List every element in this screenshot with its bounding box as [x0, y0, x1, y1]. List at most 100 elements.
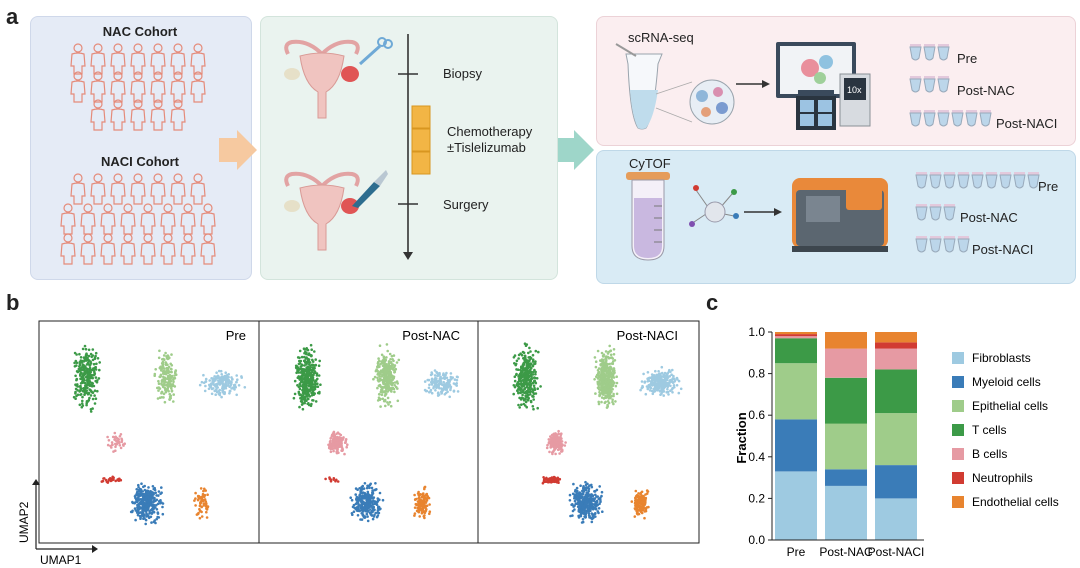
umap-point: [645, 385, 649, 388]
umap-point: [206, 505, 210, 508]
umap-point: [147, 486, 150, 489]
umap-point: [533, 362, 537, 365]
umap-point: [555, 434, 558, 437]
umap-point: [393, 371, 396, 374]
umap-point: [378, 359, 381, 363]
umap-point: [596, 349, 600, 353]
bar-segment: [875, 342, 917, 349]
person-icon: [170, 173, 186, 205]
umap-point: [160, 396, 164, 399]
umap-point: [299, 367, 303, 371]
umap-point: [524, 355, 527, 359]
umap-point: [572, 482, 575, 486]
umap-point: [334, 446, 338, 449]
person-icon: [130, 99, 146, 131]
umap-point: [606, 403, 609, 407]
sample-tube-icon: [979, 110, 992, 127]
umap-point: [329, 450, 333, 454]
umap-point: [86, 382, 90, 385]
bar-segment: [775, 332, 817, 335]
umap-point: [634, 496, 637, 500]
umap-point: [581, 517, 585, 521]
umap-point: [208, 379, 211, 382]
umap-point: [136, 490, 139, 494]
sample-tube-icon: [999, 172, 1012, 189]
sample-tube-icon: [937, 44, 950, 61]
umap-point: [442, 374, 446, 377]
umap-point: [141, 501, 144, 504]
umap-point: [197, 511, 200, 515]
umap-point: [552, 438, 556, 442]
umap-point: [575, 486, 579, 490]
umap-point: [360, 487, 364, 490]
umap-point: [137, 498, 140, 502]
umap-point: [384, 374, 387, 377]
umap-point: [442, 385, 446, 388]
umap-point: [613, 371, 616, 375]
umap-point: [598, 502, 601, 506]
umap-point: [160, 390, 164, 394]
umap-point: [675, 384, 679, 387]
umap-point: [78, 368, 81, 372]
sample-tube-icon: [943, 172, 956, 189]
umap-point: [163, 378, 167, 381]
umap-point: [662, 373, 666, 377]
umap-point: [598, 393, 601, 397]
umap-point: [600, 367, 603, 370]
umap-point: [79, 374, 82, 377]
umap-point: [663, 383, 667, 386]
timeline-chemo-line1: Chemotherapy: [447, 124, 533, 139]
umap-point: [593, 356, 597, 359]
umap-point: [204, 503, 208, 506]
bar-segment: [825, 469, 867, 486]
umap-point: [83, 369, 86, 373]
umap-point: [210, 392, 214, 396]
umap-point: [608, 362, 611, 366]
umap-point: [423, 516, 426, 520]
umap-point: [168, 356, 171, 360]
legend-label: Epithelial cells: [972, 399, 1048, 413]
umap-point: [299, 371, 303, 374]
umap-point: [372, 515, 376, 518]
timeline-chemo-line2: ±Tislelizumab: [447, 140, 526, 155]
umap-point: [300, 378, 304, 382]
umap-point: [162, 392, 166, 396]
umap-point: [514, 363, 517, 367]
umap-point: [533, 368, 536, 372]
person-icon: [110, 43, 126, 75]
umap-point: [92, 362, 96, 366]
umap-point: [162, 372, 165, 375]
umap-point: [311, 391, 314, 394]
umap-point: [155, 508, 159, 511]
umap-point: [339, 442, 343, 445]
umap-point: [161, 366, 164, 369]
umap-point: [529, 350, 532, 353]
umap-point: [571, 492, 575, 496]
umap-point: [378, 377, 382, 381]
umap-point: [358, 487, 361, 490]
umap-point: [79, 393, 82, 397]
umap-point: [604, 394, 607, 397]
umap-point: [600, 386, 603, 389]
umap-point: [112, 450, 115, 453]
umap-point: [419, 493, 422, 496]
umap-point: [205, 507, 208, 510]
umap-point: [307, 397, 310, 401]
person-icon: [70, 43, 86, 75]
scrna-postnac-label: Post-NAC: [957, 83, 1015, 98]
umap-point: [91, 354, 95, 357]
umap-point: [162, 354, 166, 357]
umap-point: [557, 447, 561, 451]
umap-point: [384, 378, 387, 382]
umap-point: [442, 380, 446, 384]
person-icon: [200, 233, 216, 265]
umap-point: [195, 513, 199, 516]
umap-point: [579, 484, 582, 487]
umap-point: [536, 387, 539, 390]
sample-tube-icon: [929, 236, 942, 253]
umap-point: [164, 351, 167, 355]
umap-point: [413, 493, 416, 497]
sample-tube-icon: [957, 172, 970, 189]
umap-point: [221, 390, 225, 394]
umap-point: [91, 397, 95, 401]
